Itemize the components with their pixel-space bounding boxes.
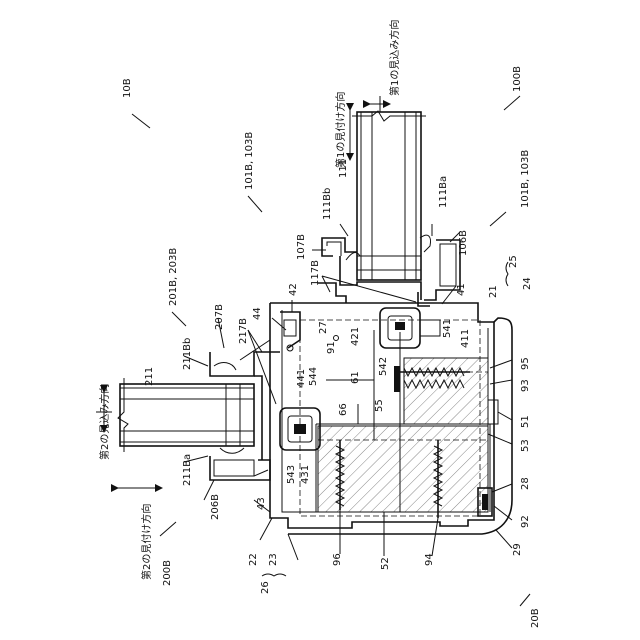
label-92: 92 xyxy=(520,515,531,528)
label-95: 95 xyxy=(520,357,531,370)
label-211Ba: 211Ba xyxy=(182,454,193,486)
lower-glass-panel xyxy=(118,378,254,452)
label-93: 93 xyxy=(520,379,531,392)
label-25: 25 xyxy=(508,255,519,268)
label-55: 55 xyxy=(374,399,385,412)
upper-glass-panel xyxy=(352,111,426,280)
label-542: 542 xyxy=(378,357,389,376)
label-111Ba: 111Ba xyxy=(438,176,449,208)
label-544: 544 xyxy=(308,367,319,386)
label-543: 543 xyxy=(286,465,297,484)
label-211: 211 xyxy=(144,367,155,386)
label-41: 41 xyxy=(456,283,467,296)
label-27: 27 xyxy=(318,321,329,334)
label-541: 541 xyxy=(442,319,453,338)
label-91: 91 xyxy=(326,341,337,354)
part-51 xyxy=(488,400,498,424)
joint-upper xyxy=(380,308,440,348)
labels: 10B 100B 101B, 103B 101B, 103B 201B, 203… xyxy=(98,20,541,628)
label-52: 52 xyxy=(380,557,391,570)
label-42: 42 xyxy=(288,283,299,296)
label-107B: 107B xyxy=(296,234,307,260)
insulation-blocks xyxy=(318,358,488,512)
dir1-depth-arrow xyxy=(370,96,390,112)
label-207B: 207B xyxy=(214,304,225,330)
label-51: 51 xyxy=(520,415,531,428)
label-22: 22 xyxy=(248,553,259,566)
label-117B: 117B xyxy=(310,260,321,286)
label-43: 43 xyxy=(256,497,267,510)
label-211Bb: 211Bb xyxy=(182,338,193,370)
label-53: 53 xyxy=(520,439,531,452)
label-106B: 106B xyxy=(458,230,469,256)
label-421: 421 xyxy=(350,327,361,346)
label-111: 111 xyxy=(338,159,349,178)
upper-frame xyxy=(318,235,460,306)
label-20B: 20B xyxy=(530,608,541,628)
label-201B-203B: 201B, 203B xyxy=(168,248,179,306)
label-29: 29 xyxy=(512,543,523,556)
label-96: 96 xyxy=(332,553,343,566)
label-100B: 100B xyxy=(512,66,523,92)
label-66: 66 xyxy=(338,403,349,416)
label-dir2-depth: 第2の見込み方向 xyxy=(98,384,111,460)
label-28: 28 xyxy=(520,477,531,490)
label-111Bb: 111Bb xyxy=(322,188,333,220)
label-dir1-depth: 第1の見込み方向 xyxy=(388,20,401,96)
label-dir1-face: 第1の見付け方向 xyxy=(334,92,347,168)
label-94: 94 xyxy=(424,553,435,566)
label-24: 24 xyxy=(522,277,533,290)
label-217B: 217B xyxy=(238,318,249,344)
label-101B-103B-right: 101B, 103B xyxy=(520,150,531,208)
label-206B: 206B xyxy=(210,494,221,520)
label-441: 441 xyxy=(296,369,307,388)
label-10B: 10B xyxy=(122,78,133,98)
label-44: 44 xyxy=(252,307,263,320)
label-26: 26 xyxy=(260,581,271,594)
label-61: 61 xyxy=(350,371,361,384)
label-23: 23 xyxy=(268,553,279,566)
label-200B: 200B xyxy=(162,560,173,586)
label-411: 411 xyxy=(460,329,471,348)
label-dir2-face: 第2の見付け方向 xyxy=(140,504,153,580)
label-21: 21 xyxy=(488,285,499,298)
label-431: 431 xyxy=(300,465,311,484)
label-101B-103B-left: 101B, 103B xyxy=(244,132,255,190)
